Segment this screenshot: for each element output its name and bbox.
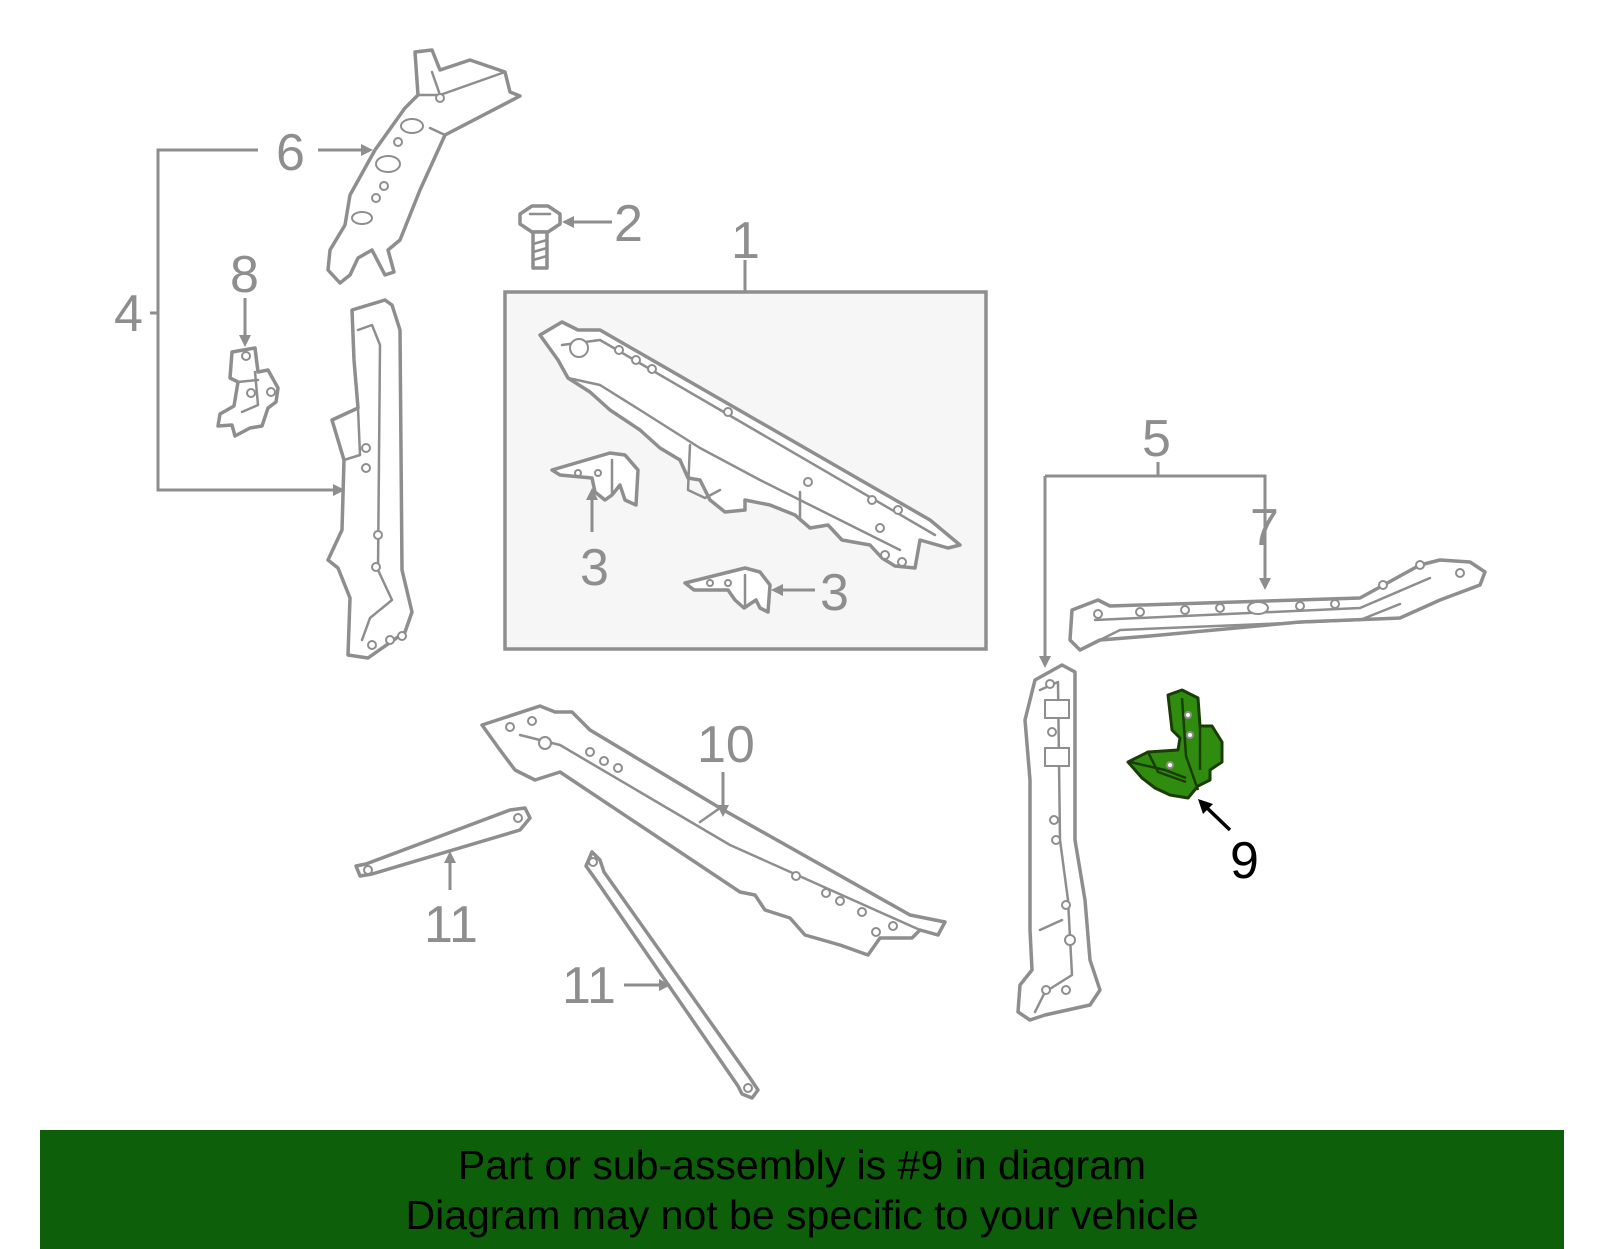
callout-6: 6 <box>276 124 305 182</box>
callout-2: 2 <box>614 195 643 253</box>
banner-line-2: Diagram may not be specific to your vehi… <box>405 1191 1199 1238</box>
callout-3-lower: 3 <box>820 564 849 622</box>
part-11-brace-horizontal[interactable] <box>354 806 532 878</box>
part-6-reinforcement[interactable] <box>326 48 522 285</box>
part-8-bracket[interactable] <box>216 346 280 438</box>
callout-5: 5 <box>1142 410 1171 468</box>
notice-banner: Part or sub-assembly is #9 in diagram Di… <box>40 1130 1564 1249</box>
part-9-bracket-highlighted[interactable] <box>1126 688 1224 800</box>
callout-1: 1 <box>731 212 760 270</box>
part-7-upper-reinforcement[interactable] <box>1068 558 1487 652</box>
callout-10: 10 <box>697 716 755 774</box>
part-10-lower-tie-bar[interactable] <box>480 704 947 957</box>
part-5-right-radiator-support[interactable] <box>1016 663 1102 1022</box>
part-2-bolt[interactable] <box>518 204 562 270</box>
callout-4: 4 <box>114 285 143 343</box>
callout-9: 9 <box>1230 832 1259 890</box>
banner-line-1: Part or sub-assembly is #9 in diagram <box>457 1141 1147 1188</box>
part-11-brace-diagonal[interactable] <box>584 850 760 1100</box>
leader-lines <box>150 144 1271 991</box>
callout-11-horizontal: 11 <box>424 896 478 954</box>
callout-7: 7 <box>1250 499 1279 557</box>
part-3-bracket-upper[interactable] <box>550 451 640 507</box>
callout-11-diagonal: 11 <box>562 957 616 1015</box>
callout-8: 8 <box>230 246 259 304</box>
part-1-upper-tie-bar[interactable] <box>538 320 962 570</box>
callout-3-upper: 3 <box>580 539 609 597</box>
part-4-left-radiator-support[interactable] <box>326 298 414 660</box>
callout-labels: 1 2 3 3 4 5 6 7 8 9 10 11 11 <box>114 124 1279 1015</box>
part-3-bracket-lower[interactable] <box>683 566 772 614</box>
